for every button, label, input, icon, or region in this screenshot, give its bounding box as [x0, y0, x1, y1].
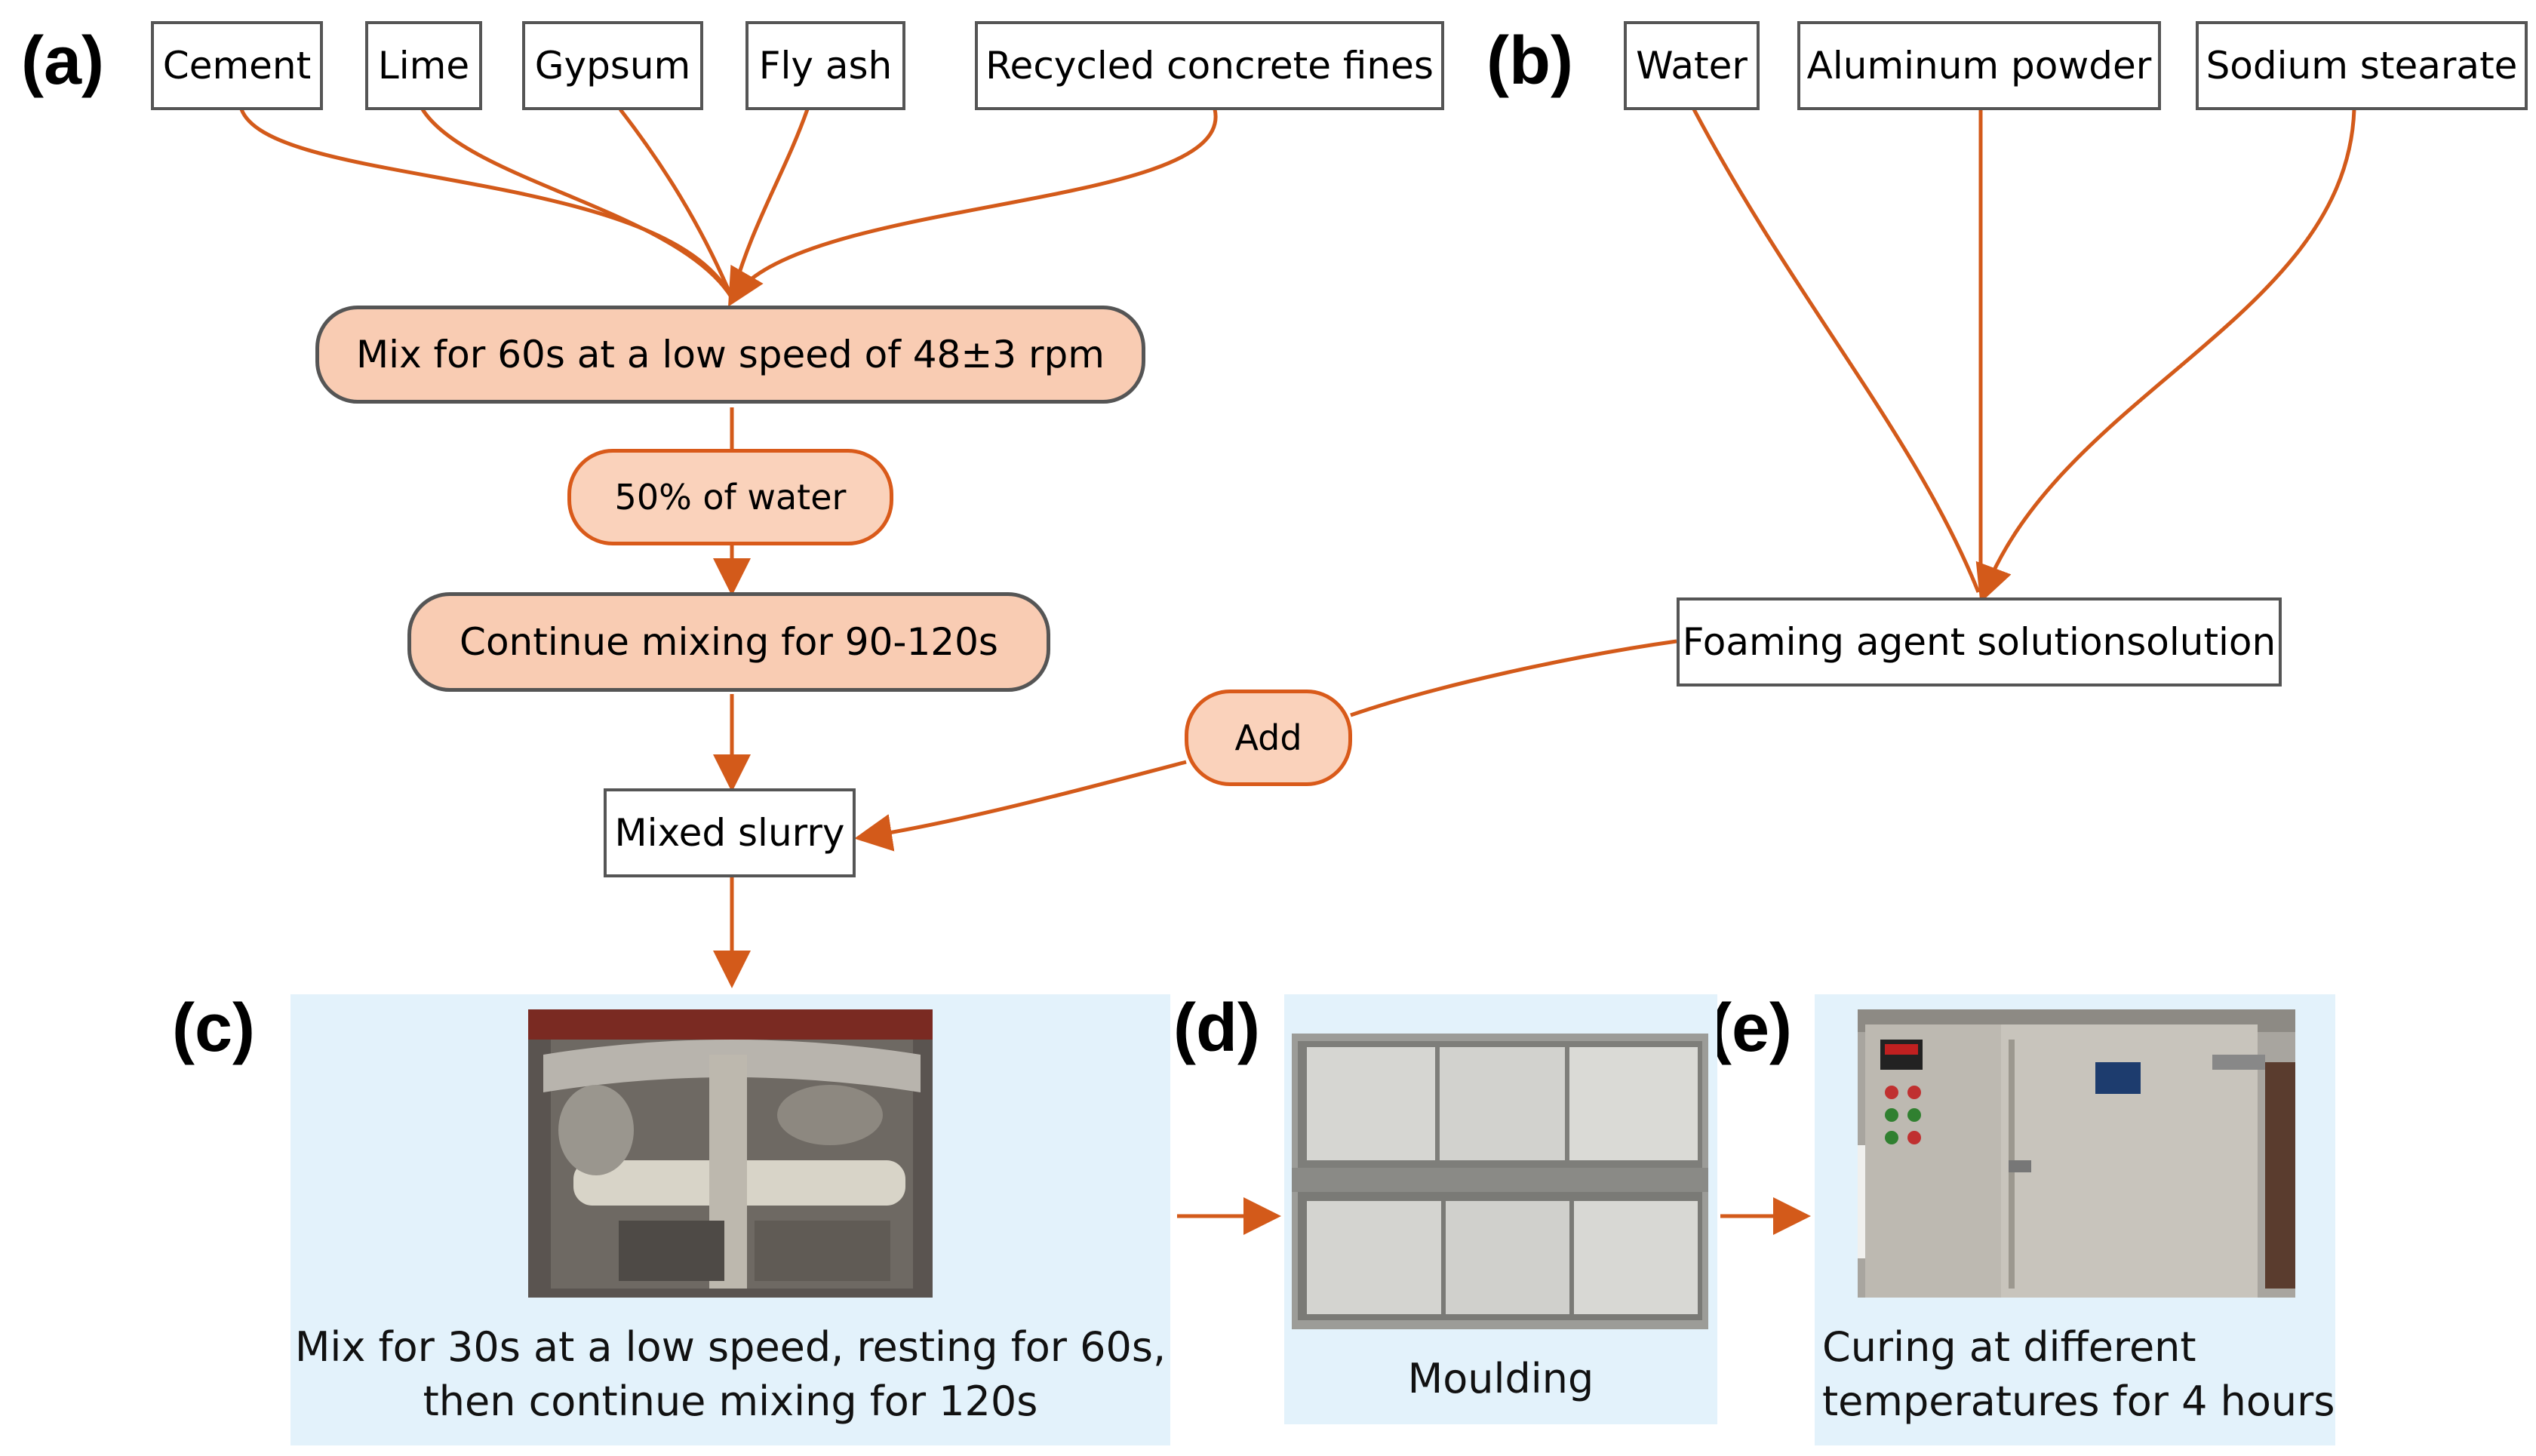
edge-gypsum	[619, 108, 734, 299]
foaming-agent-solution: Foaming agent solutionsolution	[1677, 597, 2282, 687]
material-water: Water	[1624, 21, 1760, 110]
edge-foam-to-add	[1350, 639, 1677, 717]
material-cement: Cement	[151, 21, 323, 110]
edge-recycled	[727, 109, 1218, 307]
material-recycled-concrete-fines: Recycled concrete fines	[975, 21, 1444, 110]
panel-label-a: (a)	[21, 23, 104, 99]
panel-label-c: (c)	[172, 991, 255, 1066]
mixer-photo	[528, 1009, 933, 1298]
material-aluminum-powder: Aluminum powder	[1797, 21, 2161, 110]
stage-e-text-line1: Curing at different	[1822, 1323, 2196, 1371]
edge-water-b	[1692, 108, 1981, 593]
stage-c-text-line1: Mix for 30s at a low speed, resting for …	[294, 1323, 1167, 1371]
moulding-photo	[1292, 1034, 1708, 1329]
step-continue-mixing: Continue mixing for 90-120s	[407, 592, 1050, 692]
material-flyash: Fly ash	[745, 21, 905, 110]
stage-c-text-line2: then continue mixing for 120s	[423, 1378, 1038, 1425]
mixed-slurry: Mixed slurry	[604, 788, 856, 877]
edge-flyash	[730, 109, 810, 299]
panel-label-b: (b)	[1486, 23, 1573, 99]
curing-chamber-photo	[1858, 1009, 2295, 1298]
edge-cement	[239, 109, 734, 299]
edge-stearate	[1975, 109, 2356, 604]
material-lime: Lime	[365, 21, 482, 110]
edge-add-to-slurry	[854, 760, 1187, 852]
edge-lime	[420, 108, 734, 299]
material-sodium-stearate: Sodium stearate	[2196, 21, 2528, 110]
step-mix-low-speed: Mix for 60s at a low speed of 48±3 rpm	[315, 306, 1145, 404]
stage-e-text-line2: temperatures for 4 hours	[1822, 1378, 2335, 1425]
stage-d-text: Moulding	[1407, 1355, 1594, 1402]
panel-label-d: (d)	[1173, 991, 1260, 1066]
step-add: Add	[1185, 690, 1352, 786]
panel-label-e: (e)	[1709, 991, 1792, 1066]
step-water-half: 50% of water	[567, 449, 893, 545]
material-gypsum: Gypsum	[522, 21, 703, 110]
